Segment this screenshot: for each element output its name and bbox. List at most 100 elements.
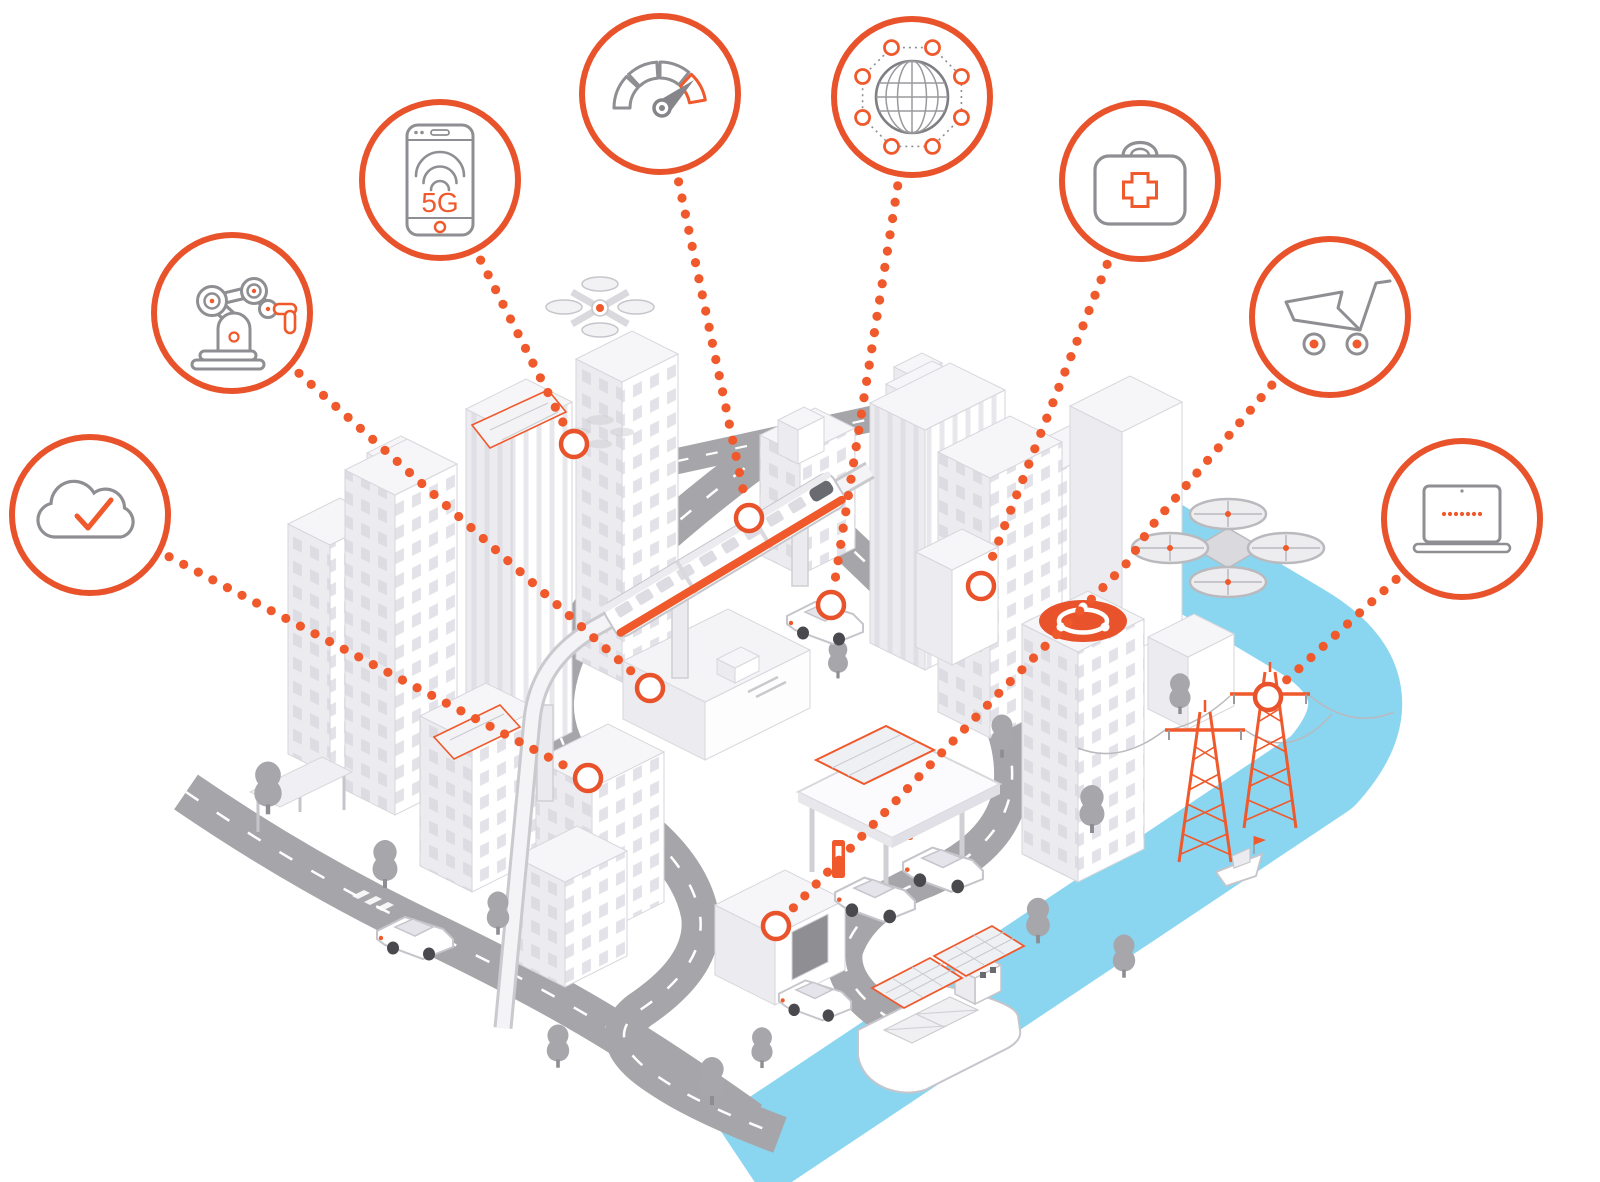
connector-dot [500, 729, 510, 739]
connector-dot [626, 666, 636, 676]
connector-dot [856, 409, 867, 419]
connector-dot [601, 644, 611, 654]
connector-dot [281, 613, 291, 624]
speedometer-node [579, 13, 741, 175]
connector-dot [707, 338, 718, 348]
connector-dot [1121, 559, 1131, 569]
connector-dot [1072, 336, 1082, 346]
medical-node [1059, 100, 1221, 262]
connector-dot [179, 559, 189, 570]
connector-dot [295, 621, 305, 631]
connector-endpoint [1252, 681, 1284, 713]
connector-dot [1256, 393, 1266, 403]
connector-dot [252, 598, 262, 608]
connector-dot [208, 575, 218, 585]
connector-dot [164, 552, 174, 562]
phone-5g-label: 5G [421, 187, 458, 218]
building [343, 435, 459, 816]
connector-dot [558, 417, 568, 427]
connector-dot [1030, 444, 1040, 454]
phone-node: 5G [359, 99, 521, 261]
connector-dot [880, 807, 890, 818]
connector-dot [1367, 597, 1377, 607]
medical-kit-icon [1093, 141, 1187, 226]
connector-dot [891, 796, 901, 806]
connector-dot [1235, 418, 1245, 428]
connector-dot [1098, 582, 1108, 593]
connector-dot [845, 843, 856, 853]
connector-dot [515, 567, 525, 577]
connector-dot [193, 567, 203, 577]
connector-dot [846, 474, 856, 484]
connector-dot [841, 507, 851, 517]
connector-dot [697, 290, 707, 300]
connector-dot [478, 533, 488, 544]
connector-dot [1130, 545, 1141, 556]
connector-dot [354, 652, 364, 662]
connector-dot [823, 867, 833, 877]
connector-dot [1109, 571, 1120, 581]
connector-dot [988, 551, 998, 561]
connector-dot [483, 270, 493, 280]
connector-endpoint [965, 570, 997, 602]
connector-dot [576, 622, 587, 632]
connector-layer [164, 177, 1401, 942]
laptop-node [1381, 438, 1543, 600]
connector-dot [838, 523, 848, 533]
connector-dot [868, 819, 878, 830]
connector-dot [1160, 506, 1170, 516]
password-dots [1441, 511, 1483, 517]
connector-dot [1054, 382, 1064, 392]
connector-dot [528, 358, 538, 368]
ev-charging-station [795, 724, 1003, 925]
connector-dot [994, 536, 1004, 546]
connector-dot [857, 831, 867, 841]
ubuntu-building [1020, 590, 1146, 883]
connector-dot [552, 600, 562, 610]
laptop-icon [1412, 484, 1512, 554]
connector-dot [1391, 574, 1401, 585]
connector-dot [1048, 398, 1058, 408]
connector-dot [470, 714, 481, 724]
connector-dot [1000, 521, 1010, 531]
connector-dot [890, 197, 900, 207]
connector-dot [417, 478, 427, 489]
connector-dot [882, 246, 893, 256]
connector-dot [485, 721, 495, 731]
connector-dot [558, 760, 568, 770]
connector-dot [862, 376, 872, 386]
connector-dot [564, 611, 574, 621]
connector-dot [800, 891, 810, 901]
connector-dot [1170, 493, 1181, 503]
connector-dot [318, 390, 329, 400]
connector-dot [1024, 459, 1034, 469]
connector-dot [294, 368, 304, 378]
connector-dot [731, 451, 741, 461]
5g-phone-icon: 5G [405, 123, 475, 237]
connector-dot [893, 181, 903, 191]
connector-dot [937, 748, 947, 758]
connector-dot [325, 636, 335, 647]
connector-dot [1086, 594, 1096, 604]
building [513, 825, 629, 988]
connector-dot [412, 683, 422, 693]
connector-dot [1036, 428, 1046, 438]
connector-dot [843, 490, 854, 501]
connector-dot [724, 419, 734, 429]
connector-dot [854, 425, 864, 435]
connector-dot [456, 706, 466, 716]
connector-dot [948, 736, 958, 746]
connector-dot [1018, 474, 1028, 485]
connector-dot [383, 667, 393, 677]
patrol-boat [1214, 836, 1266, 888]
connector-dot [721, 403, 731, 413]
connector-dot [982, 700, 993, 710]
connector-dot [1379, 586, 1389, 596]
connector-dot [734, 467, 745, 478]
connector-dot [714, 371, 724, 381]
connector-dot [864, 360, 874, 370]
crosswalk [352, 890, 394, 911]
connector-dot [1102, 259, 1112, 269]
connector-dot [513, 329, 523, 339]
